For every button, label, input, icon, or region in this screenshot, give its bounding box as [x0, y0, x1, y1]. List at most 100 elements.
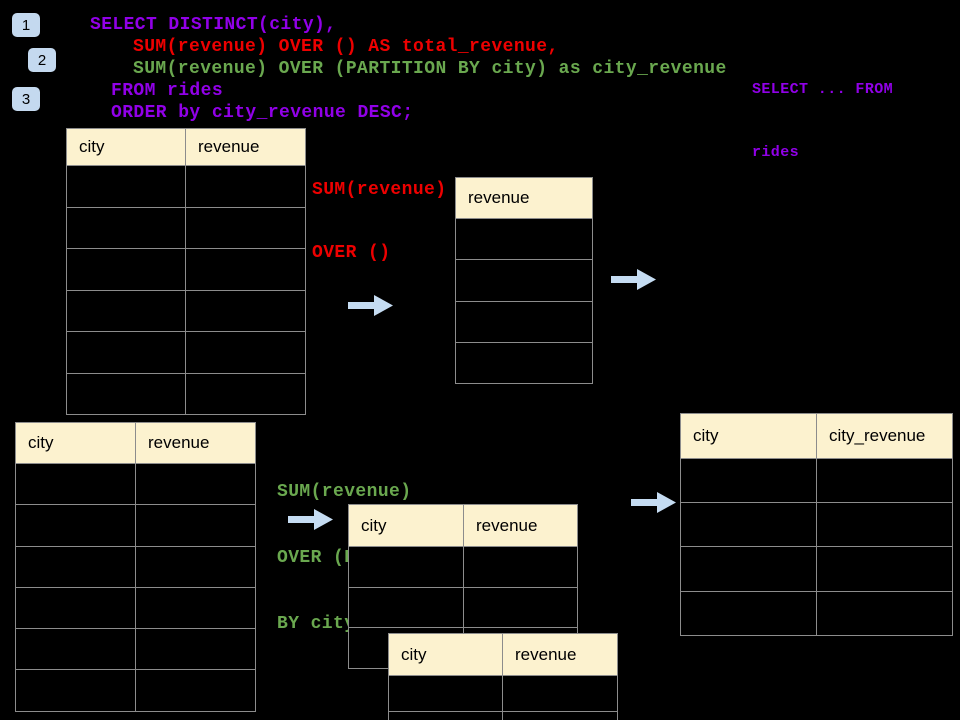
table-cell	[66, 372, 186, 415]
table-cell	[816, 590, 953, 636]
table-cell	[15, 545, 136, 588]
sql-line-select: SELECT DISTINCT(city),	[90, 15, 337, 35]
column-header: city	[15, 422, 136, 464]
label-line: SUM(revenue)	[312, 180, 447, 200]
step-badge-2: 2	[28, 48, 56, 72]
table-row	[15, 586, 256, 630]
table-cell	[816, 546, 953, 592]
table-cell	[135, 545, 256, 588]
table-row	[680, 457, 953, 504]
table-cell	[185, 206, 306, 249]
table-row	[388, 711, 618, 720]
table-cell	[66, 165, 186, 208]
table-cell	[502, 711, 618, 720]
arrow-right-icon	[288, 509, 333, 530]
column-header: revenue	[502, 633, 618, 676]
table-cell	[135, 669, 256, 712]
label-line: SUM(revenue)	[277, 482, 412, 502]
table-cell	[66, 248, 186, 291]
sql-line-sum-partition: SUM(revenue) OVER (PARTITION BY city) as…	[133, 59, 727, 79]
table-cell	[388, 675, 503, 712]
column-header: revenue	[455, 177, 593, 219]
table-row	[66, 289, 306, 332]
table-row	[66, 331, 306, 374]
table-cell	[15, 628, 136, 671]
table-row	[348, 546, 578, 588]
arrow-right-icon	[348, 295, 393, 316]
table-cell	[680, 546, 817, 592]
table-cell	[135, 586, 256, 630]
column-header: city	[680, 413, 817, 459]
table-row	[455, 259, 593, 302]
table-cell	[388, 711, 503, 720]
table-row	[388, 675, 618, 712]
table-cell	[463, 586, 578, 629]
table-cell	[185, 331, 306, 374]
table-row	[66, 248, 306, 291]
table-cell	[348, 586, 464, 629]
column-header: city	[66, 128, 186, 166]
table-cell	[463, 546, 578, 588]
label-line: OVER ()	[312, 243, 391, 263]
table-row	[66, 165, 306, 208]
column-header: city	[388, 633, 503, 676]
label-sum-over-total: SUM(revenue) OVER ()	[312, 138, 446, 306]
column-header: revenue	[463, 504, 578, 547]
table-row	[455, 300, 593, 343]
step-badge-3: 3	[12, 87, 40, 111]
table-cell	[455, 217, 593, 261]
table-cell	[185, 289, 306, 332]
table-cell	[15, 462, 136, 506]
table-cell	[455, 300, 593, 343]
table-cell	[455, 341, 593, 385]
table-cell	[185, 165, 306, 208]
table-cell	[66, 206, 186, 249]
table-cell	[15, 586, 136, 630]
column-header: city_revenue	[816, 413, 953, 459]
table-cell	[816, 502, 953, 548]
total-revenue-table: revenue	[455, 177, 593, 385]
table-row	[15, 462, 256, 506]
table-cell	[15, 504, 136, 547]
table-row	[66, 372, 306, 415]
table-row	[15, 628, 256, 671]
table-cell	[816, 457, 953, 504]
table-cell	[502, 675, 618, 712]
table-cell	[185, 248, 306, 291]
sql-line-from: FROM rides	[111, 81, 224, 101]
table-cell	[680, 502, 817, 548]
table-cell	[15, 669, 136, 712]
table-row	[680, 546, 953, 592]
table-row	[66, 206, 306, 249]
table-cell	[66, 331, 186, 374]
table-header-row: revenue	[455, 177, 593, 219]
table-row	[348, 586, 578, 629]
sql-snippet-line: rides	[752, 144, 800, 161]
table-cell	[185, 372, 306, 415]
table-cell	[348, 546, 464, 588]
table-row	[15, 504, 256, 547]
sql-snippet-select-from-rides: SELECT ... FROM rides	[752, 37, 893, 205]
arrow-right-icon	[631, 492, 676, 513]
step-badge-1: 1	[12, 13, 40, 37]
column-header: revenue	[185, 128, 306, 166]
table-row	[680, 590, 953, 636]
sql-snippet-line: SELECT ... FROM	[752, 81, 894, 98]
table-cell	[680, 457, 817, 504]
column-header: revenue	[135, 422, 256, 464]
table-row	[455, 341, 593, 385]
arrow-right-icon	[611, 269, 656, 290]
table-cell	[66, 289, 186, 332]
table-cell	[135, 628, 256, 671]
sql-line-order-by: ORDER by city_revenue DESC;	[111, 103, 414, 123]
